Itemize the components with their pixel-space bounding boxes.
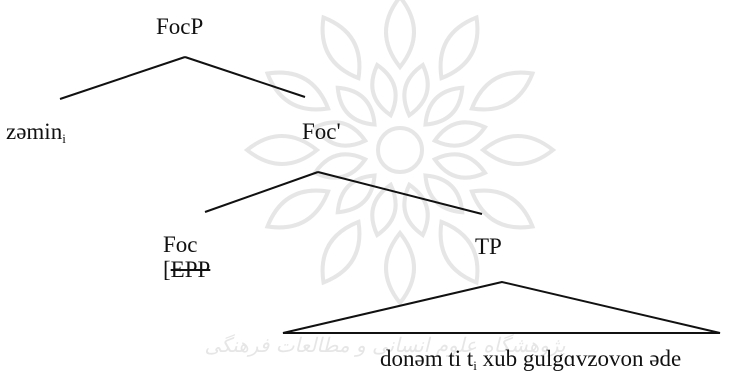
watermark-petal — [469, 70, 536, 112]
watermark-petal — [438, 14, 480, 81]
branch-bar-head — [204, 171, 319, 213]
trace-index: i — [473, 358, 477, 373]
node-spec: zəmini — [6, 119, 66, 145]
watermark-petal — [431, 152, 488, 180]
terminal-string: donəm ti ti xub gulgɑvzovon əde — [380, 346, 681, 372]
watermark-petal — [264, 188, 331, 230]
node-head-feature: [EPP — [163, 257, 210, 283]
watermark-petal — [320, 14, 362, 81]
spec-text: zəmin — [6, 119, 63, 144]
watermark-petal — [402, 62, 430, 119]
branch-focp-spec — [59, 56, 186, 100]
watermark-petal — [431, 120, 488, 148]
branch-focp-bar — [184, 56, 306, 98]
watermark-center — [376, 126, 424, 174]
node-foc-head: Foc — [163, 232, 198, 257]
watermark-petal — [370, 181, 398, 238]
terminal-before: donəm ti t — [380, 346, 474, 371]
watermark-petal — [438, 219, 480, 286]
watermark-petal — [320, 219, 362, 286]
watermark-petal — [243, 134, 321, 166]
watermark-petal — [384, 229, 416, 307]
watermark-petal — [312, 120, 369, 148]
watermark-petal — [370, 62, 398, 119]
watermark-petal — [469, 188, 536, 230]
node-foc-bar: Foc' — [302, 119, 341, 144]
feature-epp-struck: EPP — [170, 257, 211, 282]
spec-index: i — [62, 131, 66, 146]
node-focp: FocP — [156, 14, 204, 39]
node-tp: TP — [475, 234, 502, 259]
feature-bracket: [ — [163, 257, 171, 282]
watermark-petal — [479, 134, 557, 166]
watermark-petal — [264, 70, 331, 112]
watermark-petal — [384, 0, 416, 71]
branch-bar-tp — [317, 171, 483, 215]
watermark-petal — [335, 85, 377, 127]
watermark-petal — [423, 173, 465, 215]
watermark-petal — [335, 173, 377, 215]
watermark-petal — [402, 181, 430, 238]
terminal-after: xub gulgɑvzovon əde — [476, 346, 682, 371]
tp-triangle — [282, 280, 721, 334]
watermark-caption: پژوهشگاه علوم انسانی و مطالعات فرهنگی — [204, 333, 565, 357]
watermark-petal — [423, 85, 465, 127]
